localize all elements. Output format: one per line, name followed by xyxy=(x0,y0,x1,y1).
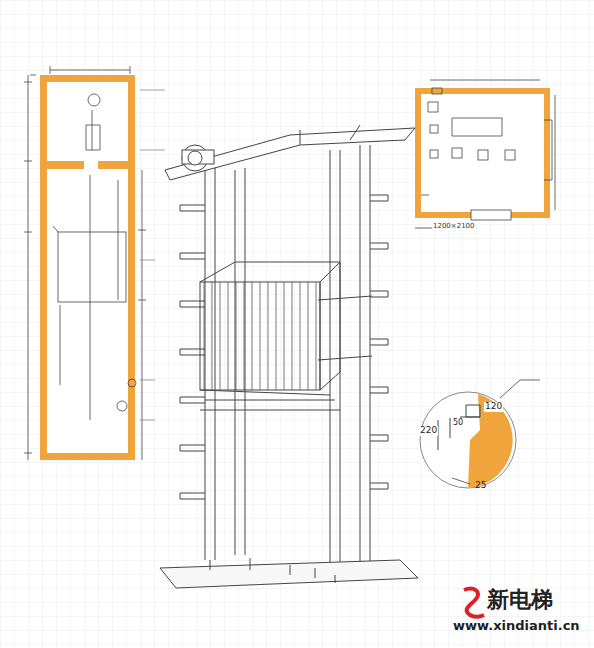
elevation-lines xyxy=(24,66,165,460)
wall-detail xyxy=(420,380,540,488)
watermark: www.xindianti.cn xyxy=(452,619,581,633)
shaft-elevation xyxy=(40,75,135,460)
dimension-label: 220 xyxy=(419,426,438,436)
rail-brackets xyxy=(180,195,388,499)
dimension-label: 1200×2100 xyxy=(432,223,476,231)
shaft-plan xyxy=(415,80,555,228)
dimension-label: 50 xyxy=(452,419,464,428)
bracket-strokes xyxy=(180,195,388,499)
watermark: 新电梯 xyxy=(486,588,554,612)
dimension-label: 120 xyxy=(484,402,503,412)
logo-mark xyxy=(464,589,484,617)
dimension-label: 25 xyxy=(474,481,487,491)
elevator-structure xyxy=(160,125,418,588)
